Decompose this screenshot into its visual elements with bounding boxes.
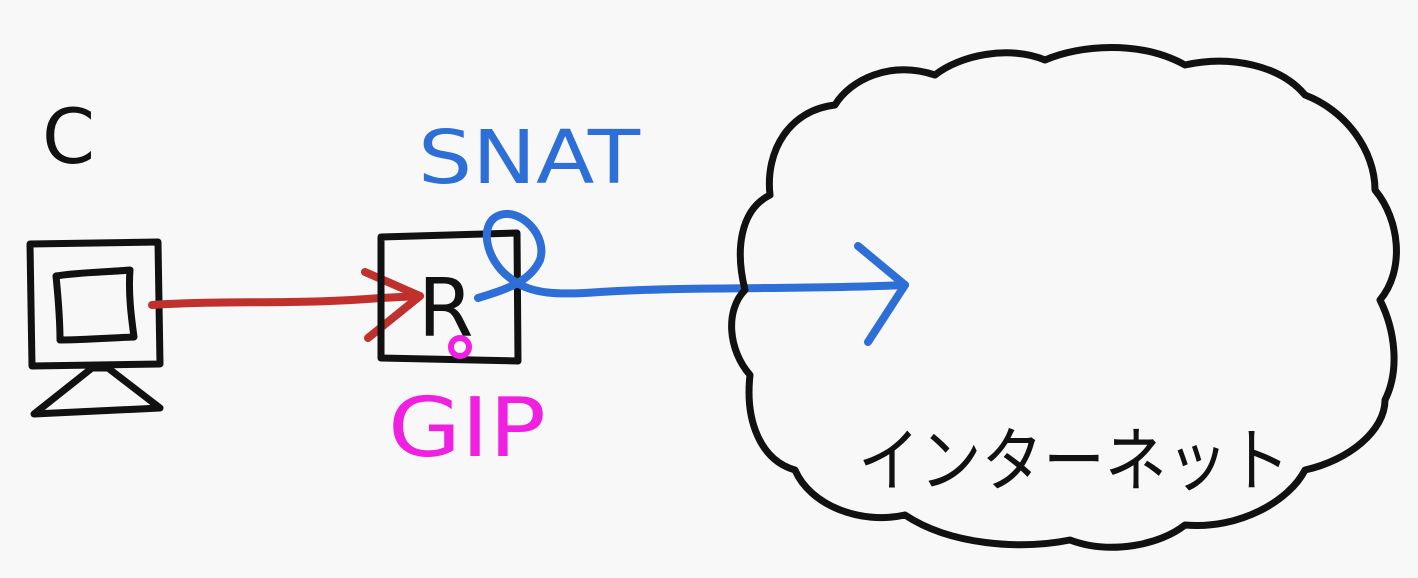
gip-marker-icon	[448, 335, 472, 359]
cloud-icon	[728, 44, 1400, 551]
blue-snat-arrow	[474, 209, 909, 346]
snat-label: SNAT	[418, 115, 641, 201]
client-label: C	[42, 92, 95, 181]
router-box-icon	[377, 229, 522, 365]
gip-label: GIP	[388, 381, 546, 476]
internet-label: インターネット	[858, 420, 1290, 502]
client-computer-icon	[26, 238, 164, 418]
